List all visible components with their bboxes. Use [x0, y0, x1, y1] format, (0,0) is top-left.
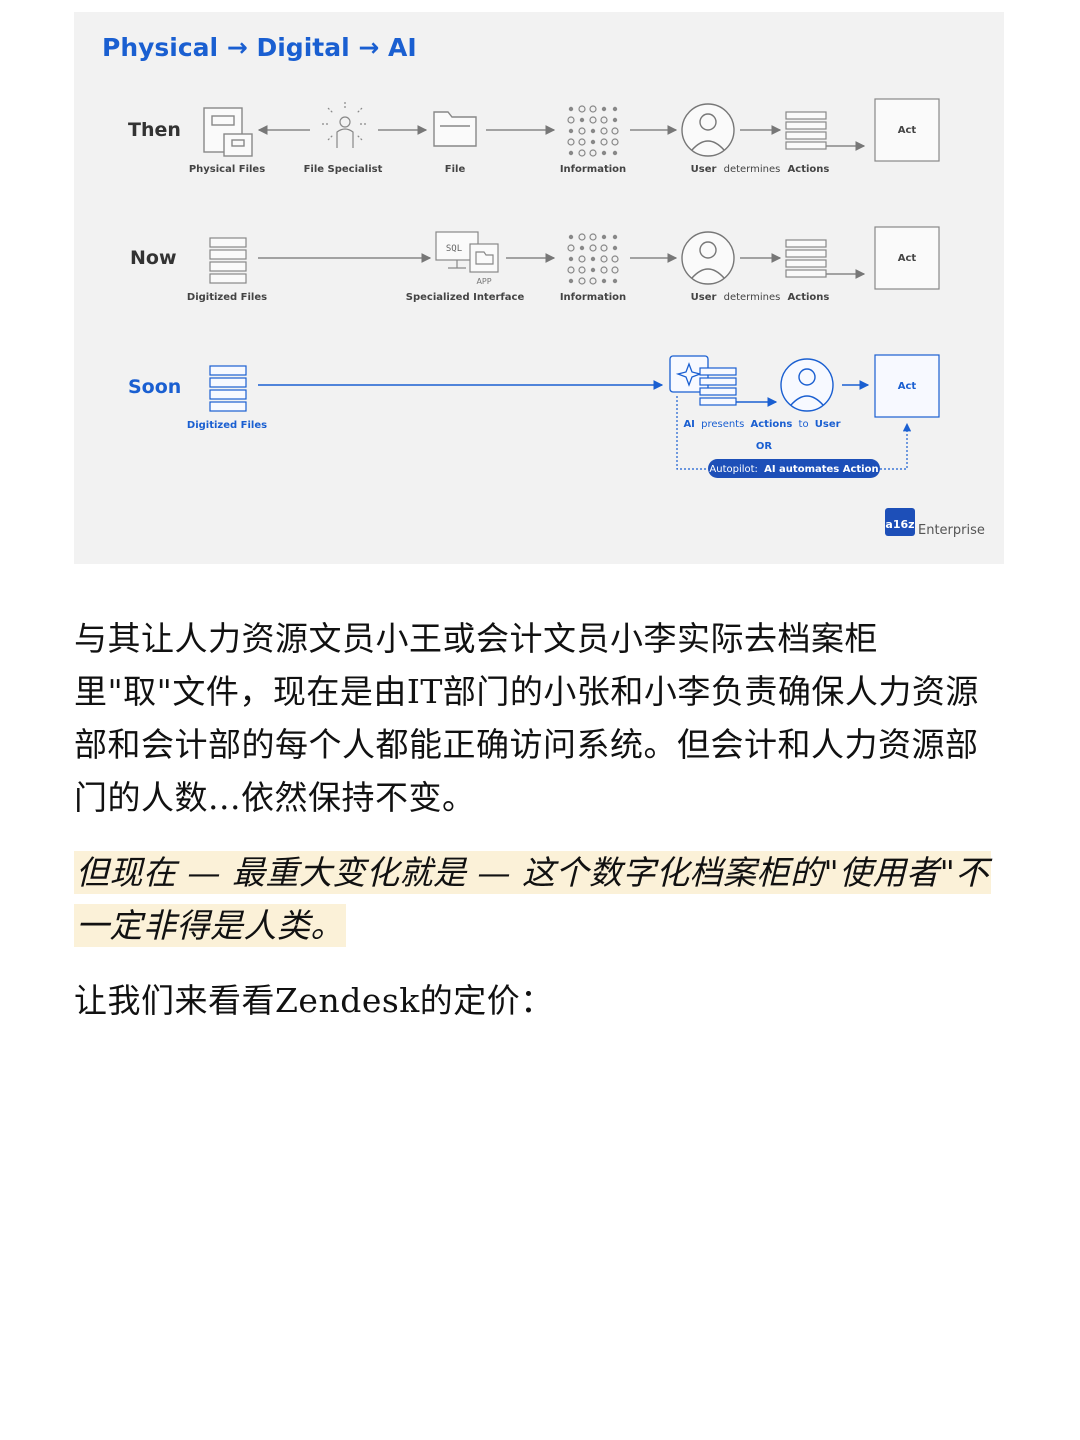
presents-word: presents: [701, 419, 744, 430]
label-file: File: [445, 164, 466, 175]
label-specialized-interface: Specialized Interface: [406, 292, 525, 303]
brand-logo-text: a16z: [885, 518, 914, 531]
autopilot-rest: AI automates Action: [764, 464, 879, 475]
autopilot-pill: [708, 459, 880, 478]
highlight-quote-text: 但现在 — 最重大变化就是 — 这个数字化档案柜的"使用者"不一定非得是人类。: [74, 851, 991, 947]
determines-word-now: determines: [724, 292, 781, 303]
brand-logo-mark: [885, 508, 915, 536]
act-label-then: Act: [898, 125, 917, 136]
autopilot-dashed-right: [880, 422, 912, 470]
label-information-now: Information: [560, 292, 626, 303]
paragraph-1: 与其让人力资源文员小王或会计文员小李实际去档案柜里"取"文件，现在是由IT部门的…: [74, 619, 979, 817]
label-user-determines-now: User determines Actions: [691, 292, 830, 303]
actions-word-now: Actions: [788, 292, 830, 303]
label-digitized-files-now: Digitized Files: [187, 292, 267, 303]
user-icon-soon: [780, 358, 834, 412]
information-dots-icon: [567, 105, 619, 157]
user-word-now: User: [691, 292, 717, 303]
server-icon: [209, 237, 247, 284]
label-file-specialist: File Specialist: [304, 164, 383, 175]
user-word-soon: User: [815, 419, 841, 430]
label-physical-files: Physical Files: [189, 164, 265, 175]
act-box-soon: [874, 354, 940, 418]
determines-word: determines: [724, 164, 781, 175]
row-label-then: Then: [128, 119, 181, 141]
server-icon-soon: [209, 365, 247, 412]
information-dots-icon-now: [567, 233, 619, 285]
diagram-svg: Physical → Digital → AI Then Physical Fi…: [102, 33, 985, 538]
diagram-figure: Physical → Digital → AI Then Physical Fi…: [74, 12, 1004, 564]
or-label: OR: [756, 441, 773, 452]
autopilot-dashed-left: [676, 396, 708, 470]
row-label-soon: Soon: [128, 376, 181, 398]
actions-word: Actions: [788, 164, 830, 175]
label-digitized-files-soon: Digitized Files: [187, 420, 267, 431]
label-information-then: Information: [560, 164, 626, 175]
paragraph-2: 让我们来看看Zendesk的定价：: [74, 981, 554, 1020]
brand-suffix: Enterprise: [918, 523, 985, 538]
act-box-now: [874, 226, 940, 290]
diagram-title: Physical → Digital → AI: [102, 33, 417, 62]
filing-cabinet-icon: [203, 107, 253, 157]
act-label-soon: Act: [898, 381, 917, 392]
user-icon: [681, 103, 735, 157]
label-user-determines-then: User determines Actions: [691, 164, 830, 175]
sql-label: SQL: [446, 244, 462, 254]
actions-list-icon-now: [785, 239, 827, 278]
autopilot-prefix: Autopilot:: [709, 464, 758, 475]
row-label-now: Now: [130, 247, 177, 269]
app-label: APP: [476, 277, 491, 286]
actions-list-icon: [785, 111, 827, 150]
act-label-now: Act: [898, 253, 917, 264]
user-icon-now: [681, 231, 735, 285]
file-specialist-icon: [322, 102, 368, 148]
folder-icon: [433, 111, 477, 147]
interface-monitor-icon: [435, 231, 499, 273]
to-word: to: [799, 419, 809, 430]
ai-word: AI: [683, 419, 694, 430]
actions-word-soon: Actions: [751, 419, 793, 430]
autopilot-label: Autopilot: AI automates Action: [709, 464, 878, 475]
user-word: User: [691, 164, 717, 175]
article-body: 与其让人力资源文员小王或会计文员小李实际去档案柜里"取"文件，现在是由IT部门的…: [74, 612, 1004, 1049]
label-ai-presents: AI presents Actions to User: [683, 419, 840, 430]
highlight-quote: 但现在 — 最重大变化就是 — 这个数字化档案柜的"使用者"不一定非得是人类。: [74, 846, 1004, 952]
act-box-then: [874, 98, 940, 162]
